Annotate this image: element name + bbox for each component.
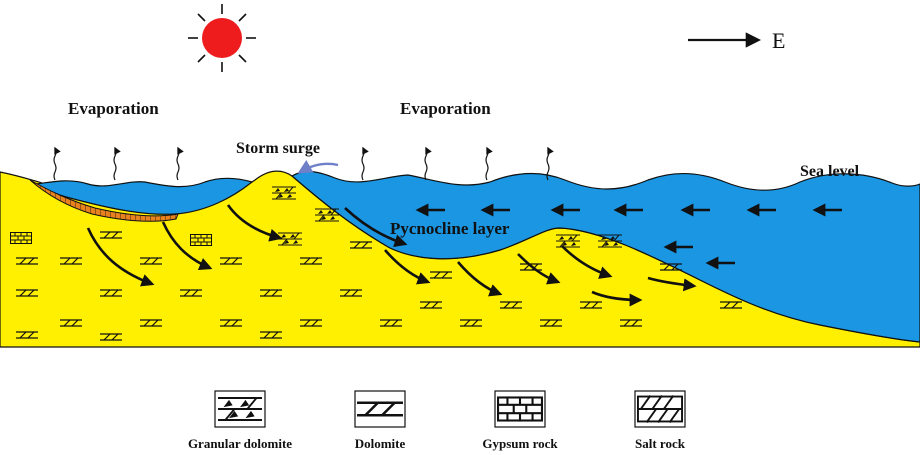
sea-water-right xyxy=(290,170,920,343)
seepage-arrows xyxy=(86,204,697,307)
evaporation-label-right: Evaporation xyxy=(400,99,491,118)
direction-label: E xyxy=(772,28,785,53)
evaporite-crust xyxy=(29,179,179,222)
legend: Granular dolomite Dolomite Gypsum rock S… xyxy=(188,390,686,451)
legend-item-dolomite: Dolomite xyxy=(354,390,406,451)
legend-label: Gypsum rock xyxy=(482,436,558,451)
evaporation-arrows xyxy=(53,146,554,181)
pycnocline-label: Pycnocline layer xyxy=(390,219,510,238)
storm-surge-label: Storm surge xyxy=(236,140,320,157)
legend-item-granular-dolomite: Granular dolomite xyxy=(188,390,292,451)
legend-label: Granular dolomite xyxy=(188,436,292,451)
storm-surge-arrow-icon xyxy=(297,159,339,174)
legend-label: Dolomite xyxy=(355,436,406,451)
evaporation-label-left: Evaporation xyxy=(68,99,159,118)
legend-label: Salt rock xyxy=(635,436,686,451)
westward-flow-arrows xyxy=(415,203,842,270)
sea-level-label: Sea level xyxy=(800,163,860,180)
legend-item-gypsum-rock: Gypsum rock xyxy=(482,390,558,451)
legend-item-salt-rock: Salt rock xyxy=(634,390,686,451)
sun-icon xyxy=(188,4,256,72)
lagoon-water-left xyxy=(34,177,254,215)
east-direction-indicator: E xyxy=(688,28,785,53)
